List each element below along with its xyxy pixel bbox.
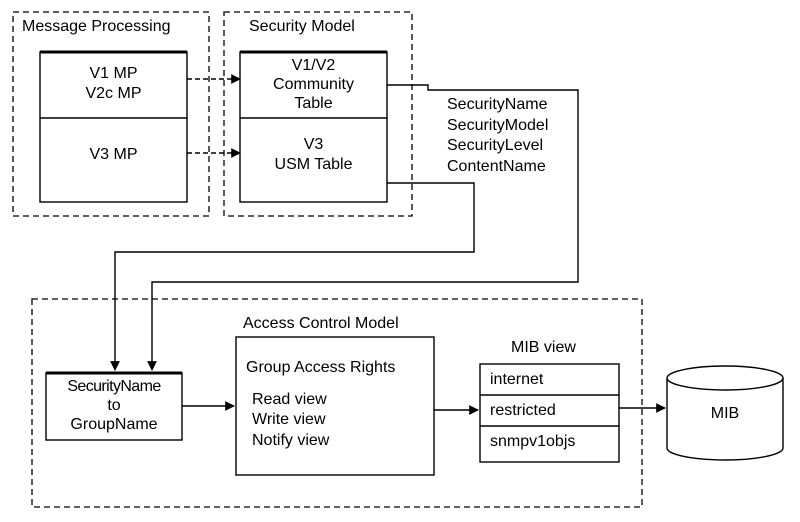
security-param-item: SecurityModel	[447, 117, 549, 134]
security-model-title: Security Model	[249, 18, 355, 35]
mapping-line2: to	[107, 397, 121, 414]
mib-label: MIB	[710, 405, 740, 422]
connector-community-to-mapping	[147, 84, 579, 371]
security-param-item: SecurityLevel	[447, 137, 544, 154]
usm-line1: V3	[303, 136, 324, 153]
access-control-frame	[31, 298, 643, 508]
mib-view-title: MIB view	[511, 339, 576, 356]
view-item: Write view	[252, 411, 326, 428]
v2c-mp-label: V2c MP	[85, 85, 142, 102]
mib-cylinder	[666, 365, 784, 461]
mapping-line3: GroupName	[70, 416, 158, 433]
community-line2: Community	[273, 76, 354, 93]
group-access-title: Group Access Rights	[246, 359, 396, 376]
v1-mp-label: V1 MP	[89, 65, 138, 82]
connector-usm-to-mapping	[110, 182, 475, 371]
mib-view-item: snmpv1objs	[490, 433, 576, 450]
security-model-frame	[223, 11, 413, 217]
mapping-line1: SecurityName	[67, 378, 161, 395]
mib-view-item: restricted	[490, 402, 556, 419]
message-processing-box	[39, 51, 188, 203]
view-item: Read view	[252, 391, 327, 408]
security-param-item: SecurityName	[447, 96, 548, 113]
v3-mp-label: V3 MP	[89, 146, 138, 163]
group-access-box	[235, 336, 435, 476]
mib-view-box	[479, 363, 620, 463]
community-line1: V1/V2	[291, 57, 336, 74]
message-processing-title: Message Processing	[22, 18, 171, 35]
access-control-title: Access Control Model	[243, 315, 399, 332]
security-model-box	[239, 51, 388, 203]
usm-line2: USM Table	[274, 156, 353, 173]
mib-view-item: internet	[490, 371, 544, 388]
security-param-item: ContentName	[447, 158, 546, 175]
community-line3: Table	[294, 95, 333, 112]
view-item: Notify view	[252, 432, 330, 449]
